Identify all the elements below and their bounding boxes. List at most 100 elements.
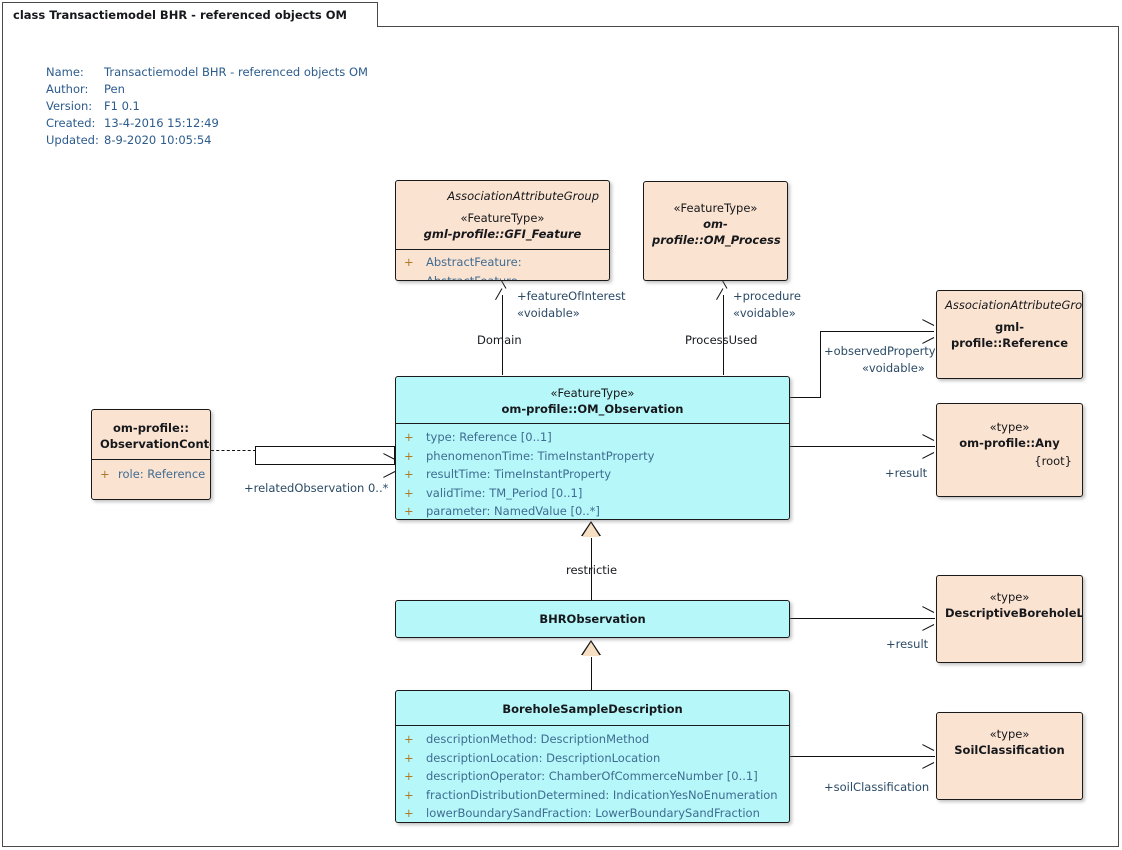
connector-label-procedure-stereotype: «voidable» [733,306,796,320]
class-header-bhr-observation: BHRObservation [396,601,789,634]
connector-soilclassification-line [790,756,935,757]
class-box-observation-context[interactable]: om-profile:: ObservationContext + role: … [91,409,211,500]
attribute-visibility: + [404,787,414,802]
class-name-line2: ObservationContext [100,437,210,451]
attribute-text: validTime: TM_Period [0..1] [426,485,583,500]
class-name: DescriptiveBoreholeLog [945,606,1082,620]
class-box-gfi-feature[interactable]: AssociationAttributeGroup «FeatureType» … [395,180,610,281]
metadata-row-updated: Updated: 8-9-2020 10:05:54 [46,132,368,149]
class-header-om-process: «FeatureType» om-profile::OM_Process [644,182,787,255]
attribute-text: role: Reference [118,467,206,481]
connector-relatedobservation-rect [255,446,395,465]
connector-label-domain: Domain [477,333,522,347]
connector-label-relatedobservation: +relatedObservation 0..* [244,481,389,495]
diagram-tab-label: class Transactiemodel BHR - referenced o… [2,2,378,27]
class-box-borehole-sample-description[interactable]: BoreholeSampleDescription + descriptionM… [395,690,790,823]
metadata-row-name: Name: Transactiemodel BHR - referenced o… [46,64,368,81]
class-box-descriptive-borehole-log[interactable]: «type» DescriptiveBoreholeLog [936,575,1083,663]
connector-label-observedproperty-stereotype: «voidable» [862,361,925,375]
class-name: gml-profile::Reference [951,320,1068,350]
class-name: SoilClassification [954,743,1065,757]
class-stereotype: «FeatureType» [550,386,635,400]
class-header-reference: AssociationAttributeGroup gml-profile::R… [937,291,1082,358]
class-attribute-row: + role: Reference [92,465,210,484]
class-attributes-om-observation: + type: Reference [0..1] + phenomenonTim… [396,424,789,519]
attribute-text: type: Reference [0..1] [426,430,552,444]
diagram-frame [2,26,1119,847]
class-header-borehole-sample-description: BoreholeSampleDescription [396,691,789,725]
metadata-key: Created: [46,116,96,130]
class-stereotype: «type» [989,590,1030,604]
attribute-visibility: + [404,732,414,746]
class-name: om-profile::Any [959,436,1060,450]
class-attribute-row: + AbstractFeature: AbstractFeature [396,253,609,280]
attribute-text: fractionDistributionDetermined: Indicati… [426,787,778,802]
class-box-any[interactable]: «type» om-profile::Any {root} [936,403,1083,497]
class-divider [396,249,609,250]
attribute-visibility: + [404,769,414,784]
class-box-bhr-observation[interactable]: BHRObservation [395,600,790,638]
class-attributes-gfi-feature: + AbstractFeature: AbstractFeature [396,250,609,280]
attribute-text: lowerBoundarySandFraction: LowerBoundary… [426,806,760,821]
metadata-key: Name: [46,65,84,79]
connector-label-processused: ProcessUsed [685,333,758,347]
connector-processused-line [723,295,724,375]
class-attribute-row: + parameter: NamedValue [0..*] [396,502,789,519]
attribute-visibility: + [404,467,414,482]
attribute-visibility: + [404,255,414,269]
connector-result-any-line [790,446,935,447]
class-divider [396,423,789,424]
connector-observedproperty-seg1 [790,397,821,398]
attribute-text: resultTime: TimeInstantProperty [426,467,612,482]
metadata-row-version: Version: F1 0.1 [46,98,368,115]
class-box-om-observation[interactable]: «FeatureType» om-profile::OM_Observation… [395,376,790,520]
class-box-soil-classification[interactable]: «type» SoilClassification [936,712,1083,800]
connector-label-result-any: +result [885,466,928,480]
class-stereotype: «type» [989,420,1030,434]
class-box-reference[interactable]: AssociationAttributeGroup gml-profile::R… [936,290,1083,379]
class-box-om-process[interactable]: «FeatureType» om-profile::OM_Process [643,181,788,281]
class-attribute-row: + descriptionMethod: DescriptionMethod [396,730,789,749]
metadata-row-created: Created: 13-4-2016 15:12:49 [46,115,368,132]
metadata-value: F1 0.1 [104,99,140,113]
metadata-value: 8-9-2020 10:05:54 [104,133,212,147]
class-attribute-row: + lowerBoundarySandFraction: LowerBounda… [396,804,789,822]
connector-observedproperty-seg2 [820,331,821,398]
generalization-arrow-bsd-fill [582,642,600,656]
class-attribute-row: + descriptionOperator: ChamberOfCommerce… [396,767,789,786]
class-attribute-row: + validTime: TM_Period [0..1] [396,484,789,503]
diagram-tab-mask [3,25,308,28]
connector-restrictie-line [591,538,592,601]
attribute-visibility: + [404,430,414,444]
class-divider [92,459,210,460]
class-name: BHRObservation [539,612,646,626]
connector-label-result-log: +result [886,637,929,651]
class-header-om-observation: «FeatureType» om-profile::OM_Observation [396,377,789,423]
class-attributes-borehole-sample-description: + descriptionMethod: DescriptionMethod +… [396,726,789,822]
connector-label-restrictie: restrictie [566,563,618,577]
class-divider [396,725,789,726]
attribute-text: parameter: NamedValue [0..*] [426,504,600,519]
class-header-descriptive-borehole-log: «type» DescriptiveBoreholeLog [937,576,1082,628]
class-name-line1: om-profile:: [113,421,189,435]
class-name: BoreholeSampleDescription [502,702,683,716]
metadata-key: Version: [46,99,93,113]
attribute-visibility: + [404,806,414,821]
connector-result-log-line [790,618,935,619]
class-header-any: «type» om-profile::Any {root} [937,404,1082,476]
class-attribute-row: + fractionDistributionDetermined: Indica… [396,786,789,805]
connector-label-procedure: +procedure [733,289,801,303]
diagram-metadata: Name: Transactiemodel BHR - referenced o… [46,64,368,149]
attribute-visibility: + [404,504,414,519]
connector-bsd-generalization-line [591,657,592,691]
class-stereotype: «FeatureType» [460,211,545,225]
generalization-arrow-restrictie-fill [582,523,600,537]
connector-label-featureofinterest-stereotype: «voidable» [517,306,580,320]
metadata-key: Author: [46,82,89,96]
attribute-visibility: + [404,448,414,463]
class-header-soil-classification: «type» SoilClassification [937,713,1082,765]
attribute-visibility: + [404,750,414,765]
class-header-observation-context: om-profile:: ObservationContext [92,410,210,459]
class-attribute-row: + type: Reference [0..1] [396,428,789,447]
